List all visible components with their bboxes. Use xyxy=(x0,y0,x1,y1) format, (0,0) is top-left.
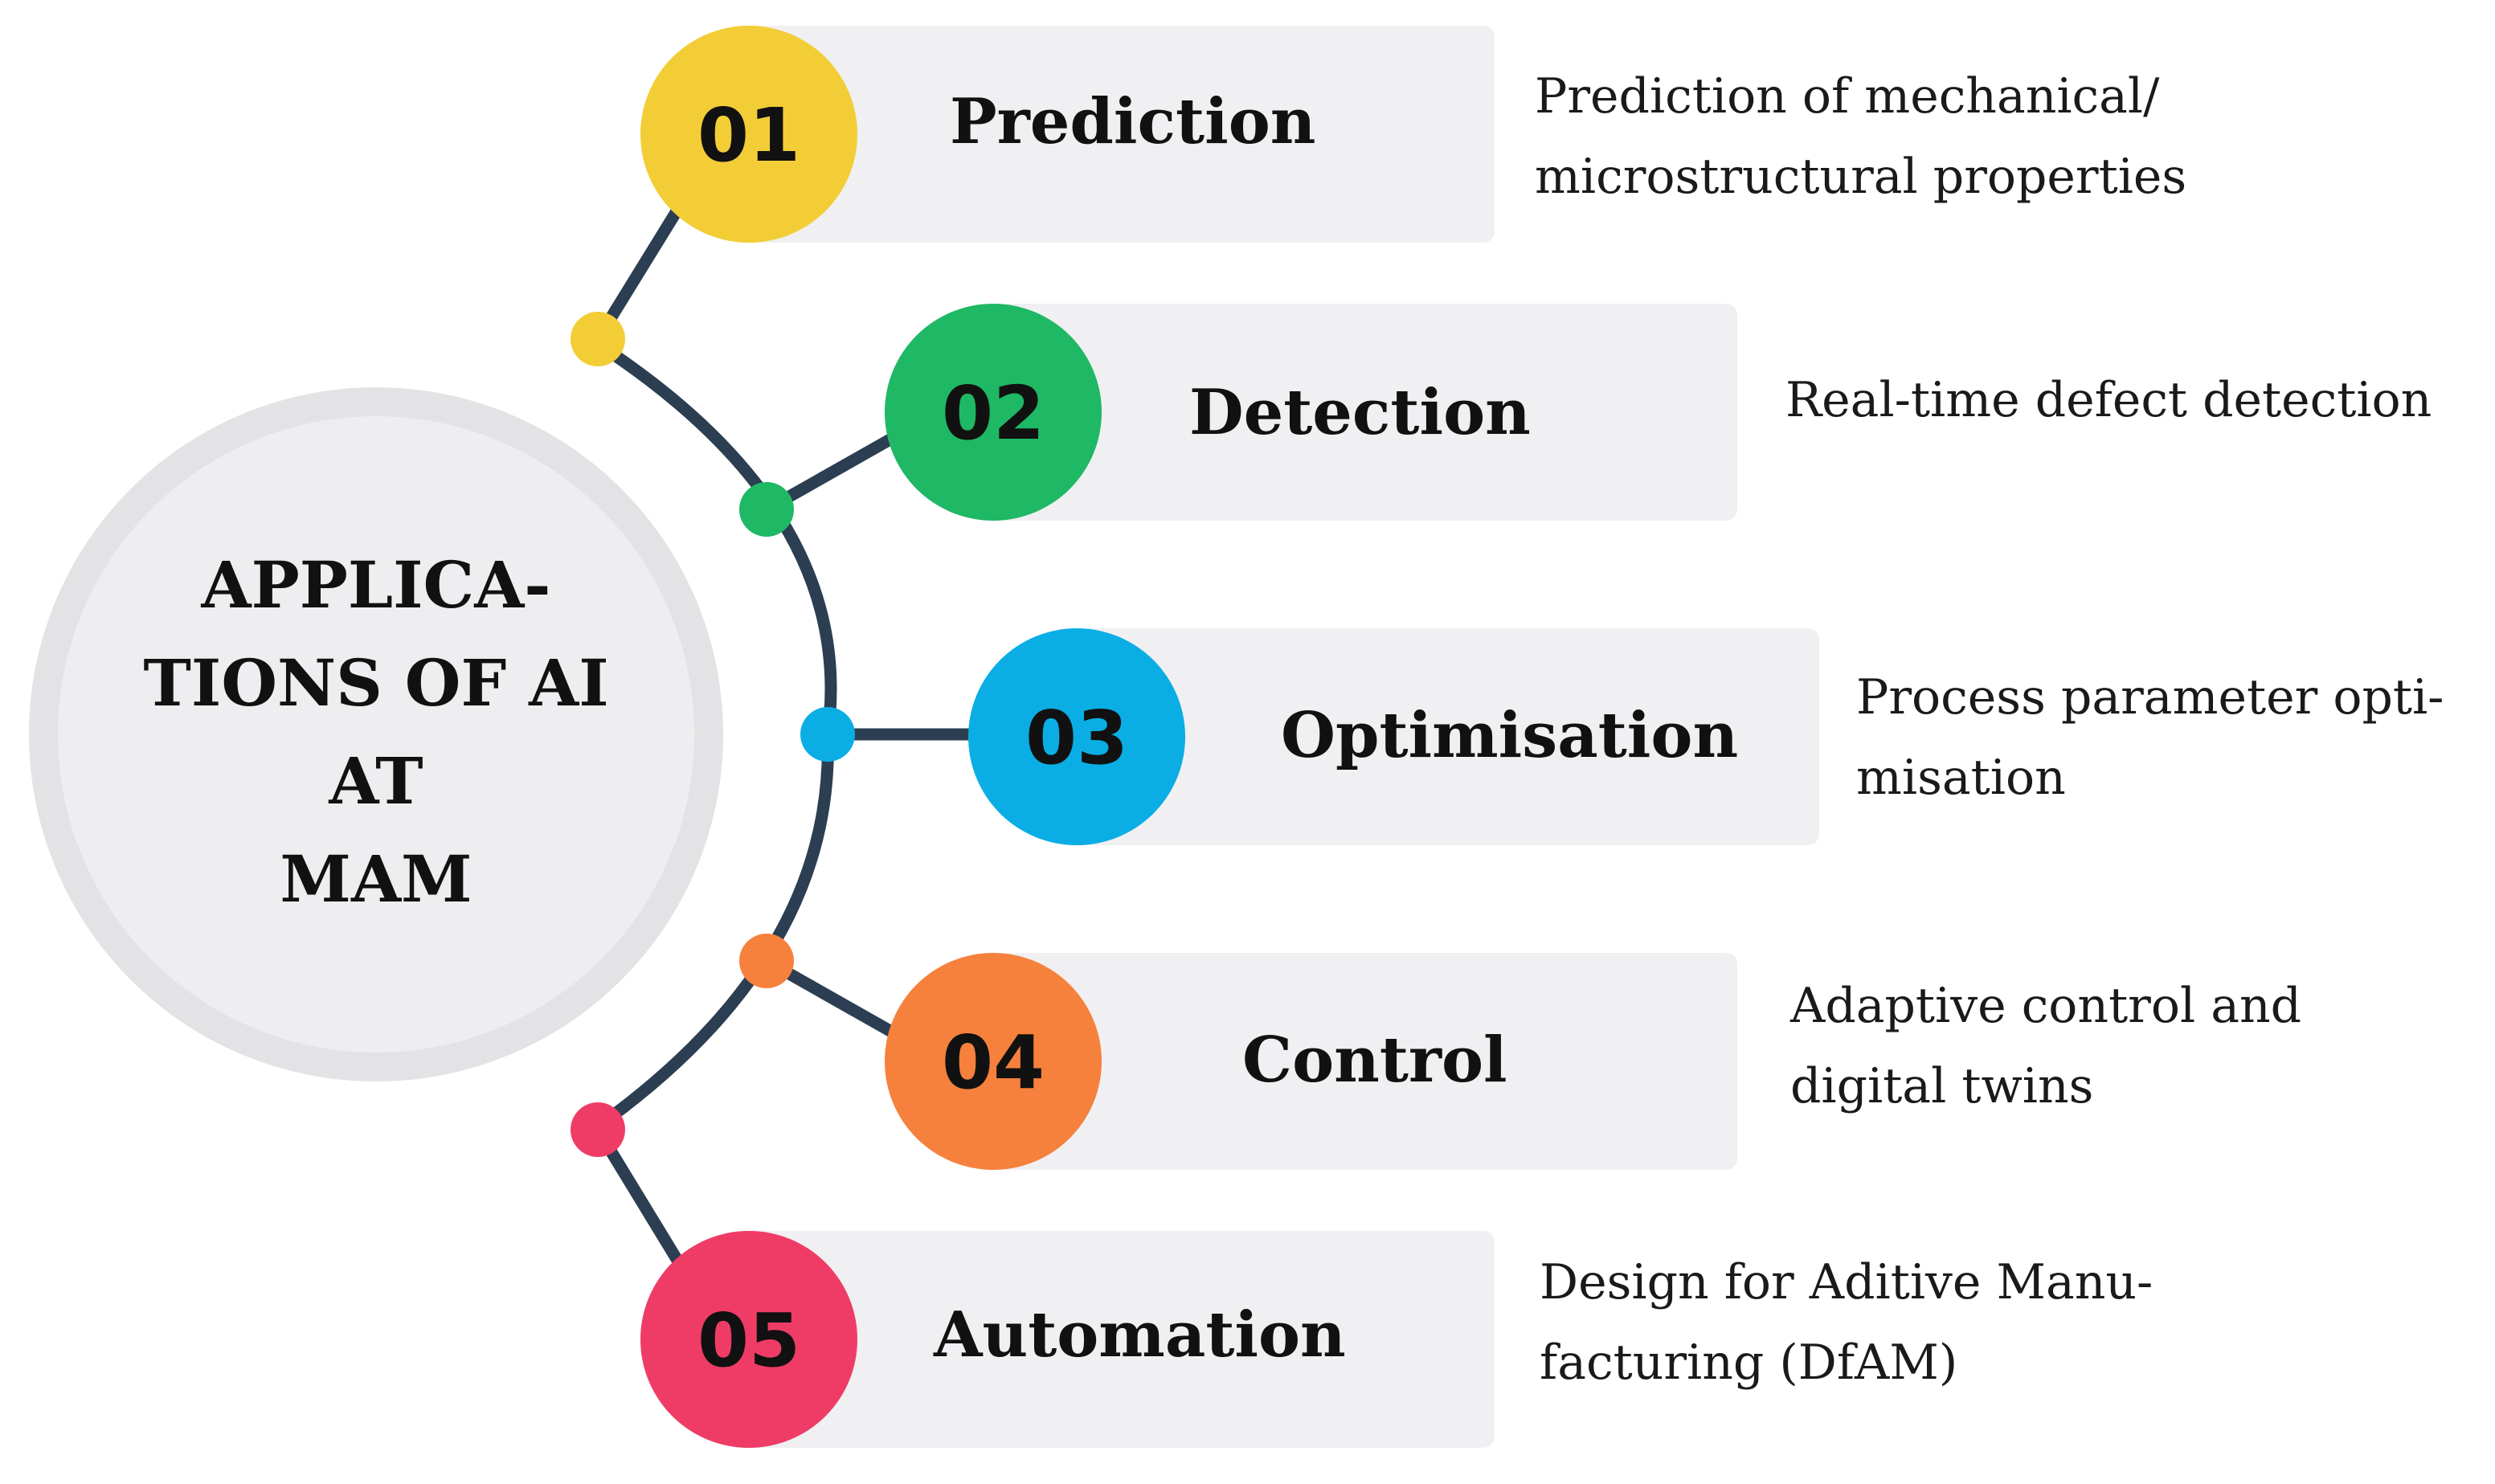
item-03: 03 Optimisation Process parameter opti- … xyxy=(968,628,2444,845)
hub-title-line-4: MAM xyxy=(280,841,472,917)
number-04: 04 xyxy=(942,1020,1045,1106)
number-badge-03 xyxy=(968,628,1185,845)
description-05-line-2: facturing (DfAM) xyxy=(1540,1335,1957,1391)
item-card-04 xyxy=(993,953,1737,1170)
description-04-line-1: Adaptive control and xyxy=(1789,978,2301,1034)
number-03: 03 xyxy=(1025,695,1128,781)
item-02: 02 Detection Real-time defect detection xyxy=(885,304,2432,521)
item-04: 04 Control Adaptive control and digital … xyxy=(885,953,2301,1170)
junction-dots xyxy=(571,312,855,1157)
item-card-01 xyxy=(749,26,1495,243)
label-control: Control xyxy=(1242,1024,1507,1097)
junction-dot-02 xyxy=(739,482,794,537)
hub: APPLICA- TIONS OF AI AT MAM xyxy=(29,387,723,1081)
label-prediction: Prediction xyxy=(950,85,1315,158)
number-05: 05 xyxy=(697,1298,800,1384)
number-badge-05 xyxy=(640,1231,857,1448)
label-automation: Automation xyxy=(933,1298,1346,1372)
number-badge-02 xyxy=(885,304,1102,521)
item-card-03 xyxy=(1077,628,1819,845)
junction-dot-03 xyxy=(800,707,855,762)
description-05-line-1: Design for Aditive Manu- xyxy=(1540,1254,2153,1310)
number-01: 01 xyxy=(697,92,800,178)
label-detection: Detection xyxy=(1189,376,1531,449)
number-badge-01 xyxy=(640,26,857,243)
junction-dot-01 xyxy=(571,312,625,366)
hub-title-line-1: APPLICA- xyxy=(201,547,551,623)
item-card-05 xyxy=(749,1231,1495,1448)
description-03-line-1: Process parameter opti- xyxy=(1856,669,2444,726)
description-04-line-2: digital twins xyxy=(1790,1058,2093,1114)
item-05: 05 Automation Design for Aditive Manu- f… xyxy=(640,1231,2153,1448)
junction-dot-04 xyxy=(739,934,794,988)
junction-dot-05 xyxy=(571,1102,625,1157)
label-optimisation: Optimisation xyxy=(1281,699,1738,772)
number-02: 02 xyxy=(942,370,1045,456)
item-card-02 xyxy=(993,304,1737,521)
description-01-line-1: Prediction of mechanical/ xyxy=(1535,68,2160,125)
hub-title-line-3: AT xyxy=(328,743,423,819)
hub-inner-circle xyxy=(58,416,694,1053)
number-badge-04 xyxy=(885,953,1102,1170)
item-01: 01 Prediction Prediction of mechanical/ … xyxy=(640,26,2186,243)
description-03-line-2: misation xyxy=(1856,750,2066,806)
description-02-line-1: Real-time defect detection xyxy=(1785,372,2432,428)
description-01-line-2: microstructural properties xyxy=(1535,149,2186,205)
hub-title-line-2: TIONS OF AI xyxy=(143,645,608,721)
